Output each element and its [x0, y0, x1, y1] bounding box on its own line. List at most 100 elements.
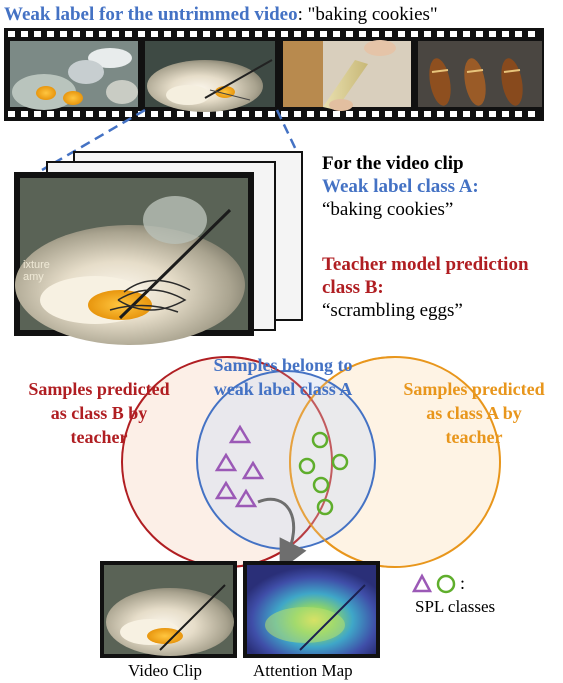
film-sprocket-hole: [437, 111, 444, 117]
film-sprocket-hole: [73, 31, 80, 37]
venn-label-right-line: teacher: [445, 427, 503, 447]
film-sprocket-hole: [320, 111, 327, 117]
film-sprocket-hole: [164, 31, 171, 37]
circle-marker: [311, 431, 329, 449]
video-clip-thumbnail: [100, 561, 237, 658]
film-sprocket-hole: [268, 111, 275, 117]
circle-markers: [298, 431, 349, 516]
film-sprocket-hole: [372, 111, 379, 117]
film-sprocket-hole: [528, 31, 535, 37]
clip-info: For the video clip Weak label class A: “…: [322, 152, 479, 221]
film-sprocket-hole: [112, 31, 119, 37]
curved-arrow: [257, 497, 307, 571]
circle-marker: [331, 453, 349, 471]
film-sprocket-hole: [398, 111, 405, 117]
film-sprocket-hole: [515, 111, 522, 117]
frame-overlay-line1: ixture: [23, 259, 50, 271]
triangle-marker: [234, 488, 258, 508]
frame-overlay-line2: amy: [23, 271, 44, 283]
triangle-marker: [214, 480, 238, 500]
frame-overlay-text: ixture amy: [23, 259, 50, 283]
venn-label-left-line: Samples predicted: [28, 379, 170, 399]
venn-label-right-line: as class A by: [426, 403, 522, 423]
weak-label-value: “baking cookies”: [322, 199, 454, 220]
film-sprocket-hole: [307, 111, 314, 117]
film-sprocket-hole: [21, 31, 28, 37]
film-sprocket-hole: [528, 111, 535, 117]
film-sprocket-hole: [47, 31, 54, 37]
film-sprocket-hole: [437, 31, 444, 37]
film-sprocket-hole: [255, 111, 262, 117]
film-sprocket-hole: [99, 31, 106, 37]
film-frame-1: [10, 41, 138, 110]
film-sprocket-hole: [489, 31, 496, 37]
film-sprocket-hole: [229, 31, 236, 37]
teacher-value: “scrambling eggs”: [322, 300, 463, 321]
film-sprocket-hole: [190, 111, 197, 117]
film-sprocket-hole: [372, 31, 379, 37]
film-sprocket-hole: [515, 31, 522, 37]
legend-circle-icon: [436, 574, 456, 594]
venn-label-left-line: as class B by: [50, 403, 148, 423]
film-sprocket-hole: [463, 111, 470, 117]
film-sprocket-hole: [359, 111, 366, 117]
zoom-line-right: [275, 109, 299, 153]
caption-attention-map: Attention Map: [253, 661, 353, 680]
film-strip: [4, 28, 544, 121]
film-sprocket-hole: [411, 111, 418, 117]
teacher-heading-1: Teacher model prediction: [322, 254, 529, 275]
film-sprocket-hole: [242, 31, 249, 37]
film-sprocket-hole: [138, 111, 145, 117]
film-sprocket-hole: [385, 31, 392, 37]
venn-label-right-line: Samples predicted: [403, 379, 545, 399]
film-sprocket-hole: [138, 31, 145, 37]
film-sprocket-hole: [203, 111, 210, 117]
film-sprocket-hole: [463, 31, 470, 37]
circle-marker: [312, 476, 330, 494]
film-sprocket-hole: [203, 31, 210, 37]
title-value: : "baking cookies": [297, 4, 438, 25]
triangle-marker: [214, 452, 238, 472]
film-sprocket-hole: [281, 31, 288, 37]
film-sprocket-hole: [242, 111, 249, 117]
venn-label-center: Samples belong to weak label class A: [188, 353, 378, 401]
film-sprocket-hole: [502, 111, 509, 117]
film-sprocket-hole: [346, 111, 353, 117]
film-sprocket-hole: [398, 31, 405, 37]
film-sprocket-hole: [112, 111, 119, 117]
teacher-heading-2: class B:: [322, 277, 384, 298]
venn-label-left: Samples predicted as class B by teacher: [4, 377, 194, 449]
film-sprocket-hole: [34, 111, 41, 117]
film-sprocket-hole: [359, 31, 366, 37]
film-sprocket-hole: [502, 31, 509, 37]
film-sprocket-hole: [86, 31, 93, 37]
film-sprocket-hole: [320, 31, 327, 37]
film-sprocket-hole: [60, 111, 67, 117]
film-sprocket-hole: [385, 111, 392, 117]
film-sprocket-hole: [125, 111, 132, 117]
venn-label-center-line: weak label class A: [213, 379, 353, 399]
film-sprocket-hole: [8, 31, 15, 37]
film-sprocket-hole: [411, 31, 418, 37]
zoom-line-left: [41, 108, 146, 172]
triangle-markers: [214, 424, 265, 508]
film-sprocket-hole: [268, 31, 275, 37]
teacher-info: Teacher model prediction class B: “scram…: [322, 253, 529, 322]
weak-label-heading: Weak label class A:: [322, 176, 479, 197]
venn-label-right: Samples predicted as class A by teacher: [384, 377, 563, 449]
legend-label: SPL classes: [415, 597, 496, 616]
figure-title: Weak label for the untrimmed video: "bak…: [4, 4, 438, 26]
film-sprocket-hole: [177, 31, 184, 37]
film-sprocket-hole: [424, 111, 431, 117]
film-sprocket-hole: [8, 111, 15, 117]
title-label: Weak label for the untrimmed video: [4, 4, 298, 25]
film-sprocket-hole: [333, 111, 340, 117]
film-frame-3: [283, 40, 411, 111]
film-sprocket-hole: [34, 31, 41, 37]
circle-marker: [298, 457, 316, 475]
film-sprocket-hole: [47, 111, 54, 117]
film-sprocket-hole: [476, 111, 483, 117]
film-sprocket-hole: [190, 31, 197, 37]
film-sprocket-hole: [294, 111, 301, 117]
